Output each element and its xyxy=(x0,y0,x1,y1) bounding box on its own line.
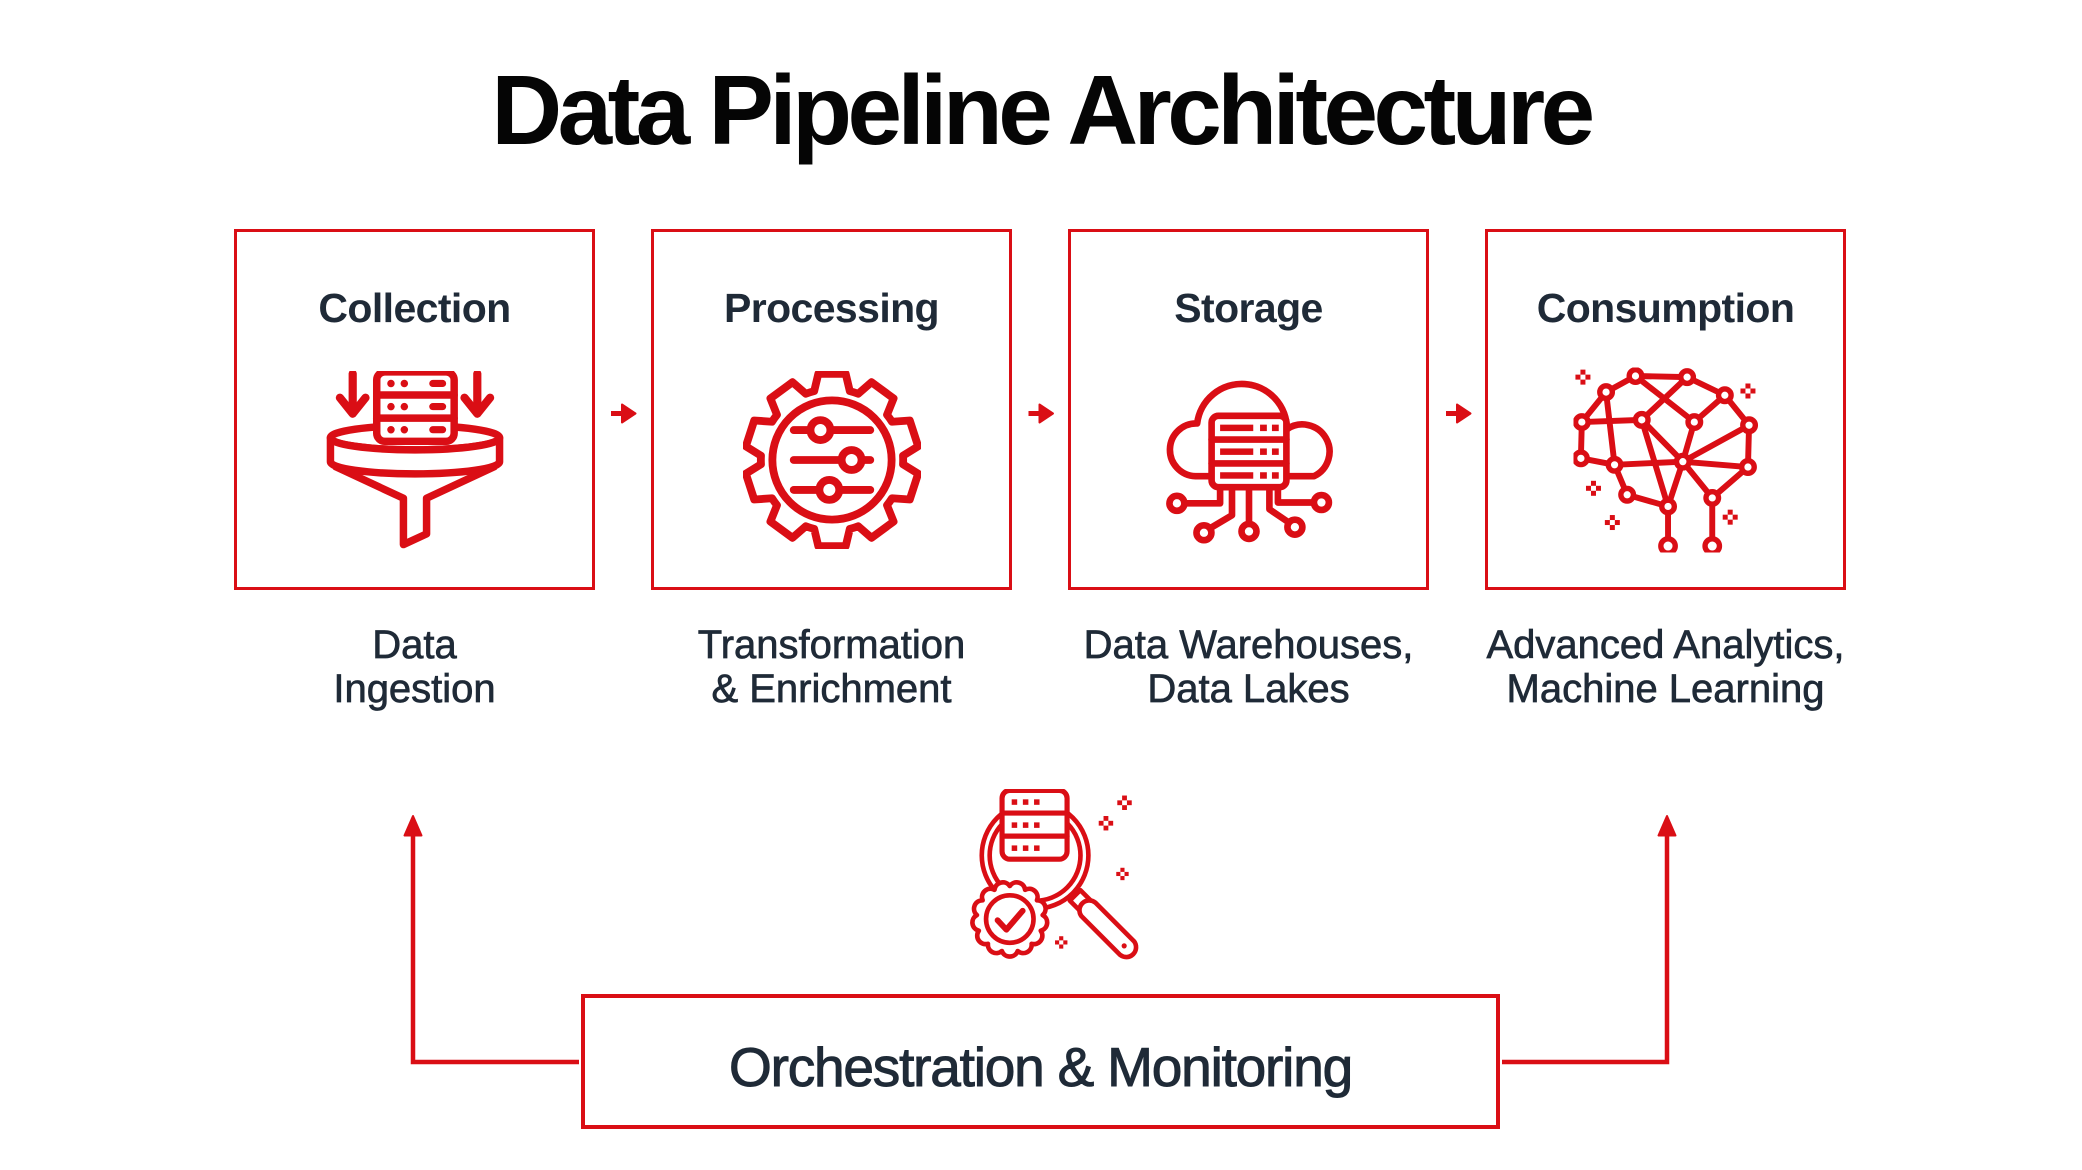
monitoring-magnifier-icon xyxy=(970,789,1139,960)
cloud-server-icon xyxy=(1165,380,1333,544)
stage-box-storage: Storage xyxy=(1068,229,1429,590)
caption-line-1: Data Warehouses, xyxy=(1083,623,1414,667)
page-title: Data Pipeline Architecture xyxy=(491,55,1595,165)
caption-line-2: & Enrichment xyxy=(711,666,952,711)
flow-arrow-2-icon xyxy=(1028,403,1054,424)
stage-label-processing: Processing xyxy=(723,285,940,331)
orchestration-label: Orchestration & Monitoring xyxy=(729,1035,1354,1098)
stage-caption-consumption: Advanced Analytics,Machine Learning xyxy=(1485,623,1846,711)
ai-brain-icon xyxy=(1573,367,1758,553)
caption-line-1: Data xyxy=(372,623,457,667)
caption-line-1: Transformation xyxy=(697,623,966,667)
feedback-connector-left xyxy=(403,815,579,1065)
stage-label-storage: Storage xyxy=(1174,285,1323,331)
stage-label-consumption: Consumption xyxy=(1536,285,1795,331)
stage-box-processing: Processing xyxy=(651,229,1012,590)
caption-line-2: Machine Learning xyxy=(1506,666,1825,711)
caption-line-1: Advanced Analytics, xyxy=(1486,623,1845,667)
caption-line-2: Ingestion xyxy=(333,666,496,711)
orchestration-box: Orchestration & Monitoring xyxy=(581,994,1500,1129)
stage-box-consumption: Consumption xyxy=(1485,229,1846,590)
stage-caption-processing: Transformation& Enrichment xyxy=(651,623,1012,711)
stage-label-collection: Collection xyxy=(318,285,511,331)
gear-sliders-icon xyxy=(742,371,921,549)
flow-arrow-3-icon xyxy=(1446,403,1472,424)
funnel-ingestion-icon xyxy=(326,371,503,549)
stage-caption-storage: Data Warehouses,Data Lakes xyxy=(1068,623,1429,711)
sparkles-icon xyxy=(1574,369,1755,531)
feedback-connector-right xyxy=(1502,815,1677,1065)
caption-line-2: Data Lakes xyxy=(1147,666,1350,711)
stage-box-collection: Collection xyxy=(234,229,595,590)
flow-arrow-1-icon xyxy=(611,403,637,424)
